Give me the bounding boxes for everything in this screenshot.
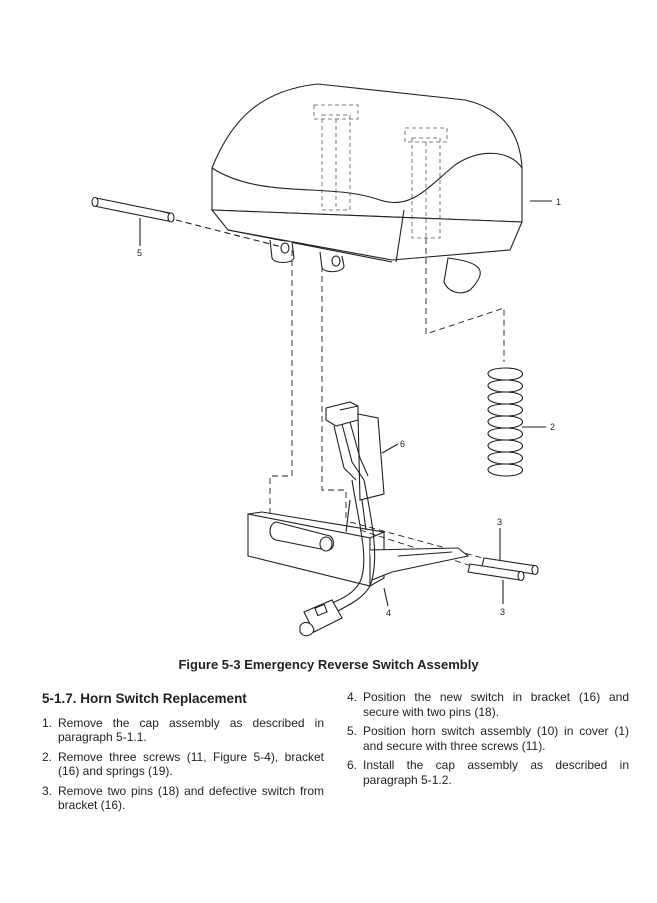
switch-part-6 [325,401,399,501]
callout-3-upper: 3 [497,517,502,527]
instructions-left-column: 5-1.7. Horn Switch Replacement 1.Remove … [40,691,324,818]
callout-1: 1 [556,197,561,207]
step-item: 5.Position horn switch assembly (10) in … [347,724,629,753]
figure-caption: Figure 5-3 Emergency Reverse Switch Asse… [178,657,479,672]
step-item: 2.Remove three screws (11, Figure 5-4), … [42,749,324,779]
instructions-right-column: 4.Position the new switch in bracket (16… [345,690,629,792]
cap-assembly [210,83,523,294]
step-item: 6.Install the cap assembly as described … [347,758,629,787]
step-item: 1.Remove the cap assembly as described i… [42,715,324,745]
callout-5: 5 [137,248,142,258]
pin-part-3 [467,557,539,582]
step-item: 3.Remove two pins (18) and defective swi… [42,783,324,813]
bracket-assembly [247,479,470,637]
section-heading: 5-1.7. Horn Switch Replacement [42,691,247,706]
callout-6: 6 [400,439,405,449]
callout-4: 4 [386,608,391,618]
spring-part-2 [487,367,524,477]
callout-3-lower: 3 [500,607,505,617]
pin-part-5 [91,196,175,223]
step-item: 4.Position the new switch in bracket (16… [347,690,629,719]
callout-2: 2 [550,422,555,432]
exploded-assembly-diagram: 1 2 3 3 4 5 6 [91,83,561,637]
